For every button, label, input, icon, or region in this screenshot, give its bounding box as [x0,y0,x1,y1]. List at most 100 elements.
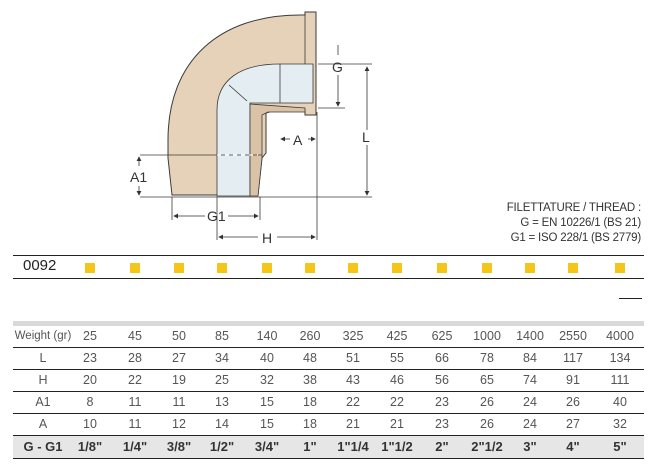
table-cell: 1" [303,439,317,454]
table-cell: 1"1/4 [337,439,369,454]
row-label: Weight (gr) [14,330,72,342]
row-label: L [39,351,47,365]
table-cell: 78 [480,351,494,365]
table-cell: 32 [613,417,627,431]
table-cell: 260 [299,329,321,343]
table-cell: 25 [215,373,229,387]
table-cell: 22 [346,395,360,409]
table-cell: 40 [613,395,627,409]
table-cell: 2550 [559,329,587,343]
table-cell: 2" [435,439,449,454]
table-cell: 19 [172,373,186,387]
table-cell: 51 [346,351,360,365]
table-cell: 3/4" [254,439,280,454]
dim-label-h: H [262,230,272,246]
table-cell: 24 [523,395,537,409]
thread-note-g: G = EN 10226/1 (BS 21) [520,217,641,229]
table-cell: 34 [215,351,229,365]
table-header-bar [13,321,644,326]
table-cell: 26 [566,395,580,409]
table-cell: 14 [215,417,229,431]
table-cell: 3/8" [166,439,192,454]
table-cell: 1400 [516,329,544,343]
table-cell: 12 [172,417,186,431]
table-cell: 1/2" [209,439,235,454]
product-code: 0092 [23,257,57,274]
table-cell: 21 [346,417,360,431]
table-cell: 1"1/2 [381,439,413,454]
dim-label-g: G [332,59,343,75]
table-cell: 23 [435,395,449,409]
table-cell: 23 [83,351,97,365]
thread-note-title: FILETTATURE / THREAD : [506,202,641,214]
table-cell: 15 [260,395,274,409]
table-cell: 40 [260,351,274,365]
table-cell: 11 [128,417,142,431]
table-cell: 45 [128,329,142,343]
table-cell: 22 [390,395,404,409]
table-cell: 25 [83,329,97,343]
availability-marker [525,263,535,273]
availability-marker [305,263,315,273]
table-cell: 50 [172,329,186,343]
table-cell: 91 [566,373,580,387]
table-cell: 66 [435,351,449,365]
table-cell: 43 [346,373,360,387]
table-cell: 8 [86,395,94,409]
table-cell: 425 [386,329,408,343]
table-cell: 20 [83,373,97,387]
availability-marker [482,263,492,273]
table-cell: 134 [609,351,631,365]
divider-short [619,298,642,299]
table-cell: 1000 [473,329,501,343]
table-cell: 18 [303,395,317,409]
dim-label-a1: A1 [130,169,147,185]
table-cell: 23 [435,417,449,431]
elbow-drawing: G L A A1 G1 H [130,11,372,246]
table-cell: 4" [566,439,580,454]
table-cell: 4000 [606,329,634,343]
row-label: H [38,373,48,387]
table-cell: 3" [523,439,537,454]
dim-label-g1: G1 [207,208,226,224]
table-cell: 11 [172,395,186,409]
row-label: A1 [35,395,51,409]
availability-marker [174,263,184,273]
table-cell: 111 [610,373,630,387]
availability-marker [262,263,272,273]
thread-note-g1: G1 = ISO 228/1 (BS 2779) [510,232,642,244]
availability-marker [85,263,95,273]
availability-marker [615,263,625,273]
table-cell: 21 [390,417,404,431]
table-cell: 28 [128,351,142,365]
table-cell: 27 [566,417,580,431]
table-cell: 15 [260,417,274,431]
table-cell: 46 [390,373,404,387]
table-cell: 13 [215,395,229,409]
availability-marker [437,263,447,273]
table-cell: 55 [390,351,404,365]
availability-marker [348,263,358,273]
table-cell: 65 [480,373,494,387]
table-cell: 24 [523,417,537,431]
table-cell: 1/8" [77,439,103,454]
thread-specification-note: FILETTATURE / THREAD : G = EN 10226/1 (B… [507,201,641,246]
table-cell: 26 [480,417,494,431]
dim-label-l: L [362,129,370,145]
table-cell: 85 [215,329,229,343]
table-cell: 26 [480,395,494,409]
product-code-row: 0092 [13,255,644,279]
availability-marker [217,263,227,273]
table-cell: 325 [342,329,364,343]
dim-label-a: A [293,132,303,148]
table-cell: 38 [303,373,317,387]
table-cell: 625 [431,329,453,343]
table-cell: 48 [303,351,317,365]
row-label: G - G1 [23,439,63,454]
table-cell: 2"1/2 [471,439,503,454]
